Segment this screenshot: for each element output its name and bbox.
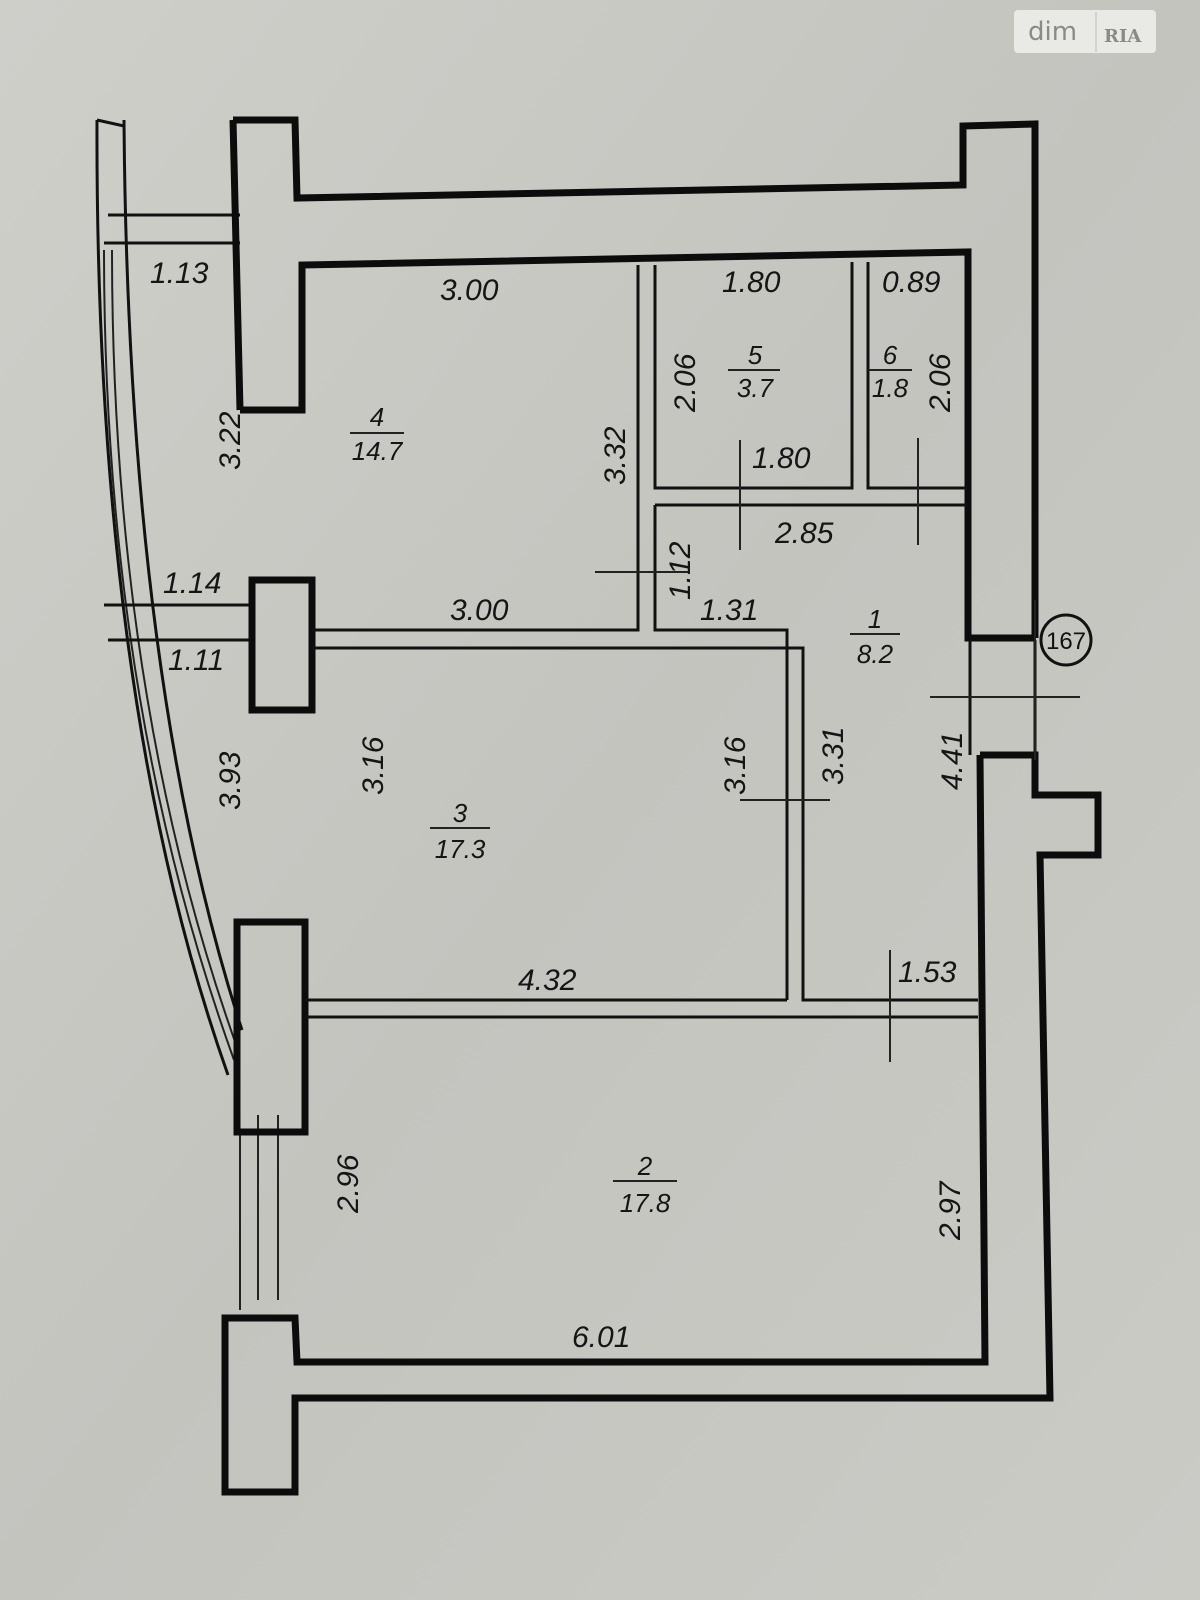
- svg-text:2.06: 2.06: [924, 353, 957, 413]
- svg-text:3.31: 3.31: [817, 727, 850, 785]
- svg-text:1.13: 1.13: [150, 257, 209, 290]
- room-5-label: 5 3.7: [728, 340, 780, 403]
- svg-text:17.8: 17.8: [620, 1188, 671, 1218]
- svg-text:1.14: 1.14: [163, 567, 221, 600]
- balcony-railing: [95, 118, 279, 1310]
- svg-text:1.53: 1.53: [898, 956, 957, 989]
- svg-text:1: 1: [868, 604, 882, 634]
- svg-text:2.97: 2.97: [934, 1180, 967, 1241]
- svg-text:1.8: 1.8: [872, 373, 909, 403]
- svg-text:8.2: 8.2: [857, 639, 894, 669]
- svg-text:3.00: 3.00: [450, 594, 509, 627]
- room-2-label: 2 17.8: [613, 1151, 677, 1218]
- svg-text:1.80: 1.80: [752, 442, 811, 475]
- room-3-label: 3 17.3: [430, 798, 490, 864]
- svg-text:RIA: RIA: [1104, 26, 1142, 47]
- svg-text:3.93: 3.93: [214, 751, 247, 810]
- svg-text:6.01: 6.01: [572, 1321, 630, 1354]
- apartment-number-tag: 167: [1039, 613, 1093, 667]
- svg-text:3: 3: [453, 798, 468, 828]
- svg-text:1.11: 1.11: [168, 644, 224, 677]
- dimension-labels: 1.13 1.14 1.11 3.00 3.00 1.80 1.80 0.89 …: [150, 257, 969, 1354]
- svg-text:3.7: 3.7: [737, 373, 775, 403]
- exterior-walls: [221, 116, 1102, 1496]
- svg-text:4: 4: [370, 402, 384, 432]
- watermark-logo: dim RIA: [1014, 10, 1156, 53]
- svg-text:3.00: 3.00: [440, 274, 499, 307]
- svg-text:167: 167: [1046, 628, 1086, 655]
- room-4-label: 4 14.7: [350, 402, 404, 466]
- svg-text:2.06: 2.06: [669, 353, 702, 413]
- svg-text:2.85: 2.85: [774, 517, 834, 550]
- svg-text:4.32: 4.32: [518, 964, 577, 997]
- svg-text:3.16: 3.16: [357, 736, 390, 795]
- svg-text:1.31: 1.31: [700, 594, 758, 627]
- svg-text:4.41: 4.41: [936, 732, 969, 790]
- svg-text:3.22: 3.22: [214, 411, 247, 470]
- svg-text:1.80: 1.80: [722, 266, 781, 299]
- svg-text:2: 2: [637, 1151, 653, 1181]
- svg-text:5: 5: [748, 340, 763, 370]
- room-1-label: 1 8.2: [850, 604, 900, 669]
- svg-text:3.32: 3.32: [599, 426, 632, 485]
- svg-text:2.96: 2.96: [332, 1154, 365, 1214]
- svg-text:6: 6: [883, 340, 898, 370]
- interior-partitions: [305, 262, 978, 1062]
- svg-text:1.12: 1.12: [664, 541, 697, 600]
- svg-text:3.16: 3.16: [719, 736, 752, 795]
- svg-text:dim: dim: [1028, 17, 1077, 47]
- svg-text:14.7: 14.7: [352, 436, 404, 466]
- svg-text:17.3: 17.3: [435, 834, 486, 864]
- svg-text:0.89: 0.89: [882, 266, 941, 299]
- room-6-label: 6 1.8: [868, 340, 912, 403]
